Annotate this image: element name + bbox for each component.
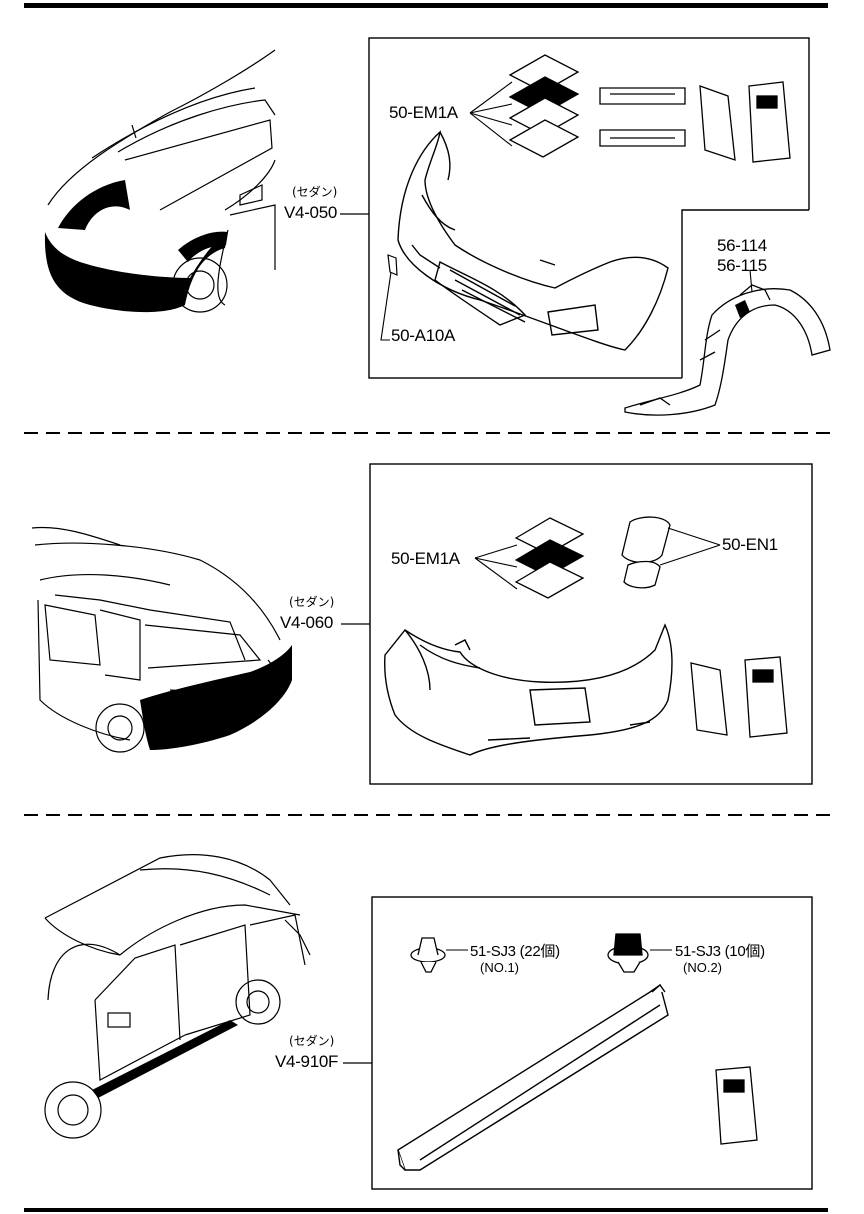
body-type-label-1: (セダン) [292,185,338,199]
side-skirt-highlight [92,1020,238,1098]
kit-frame-3 [371,896,813,1190]
rear-bumper-part [384,623,673,756]
rear-car-illustration [31,526,281,753]
part-label-clip-no1: 51-SJ3 (22個) [470,943,560,960]
instruction-sheet-1 [699,85,736,161]
clip-no1-part [410,937,446,973]
part-label-pad: 50-EN1 [722,535,778,554]
manual-booklet-2 [744,656,788,738]
kit-frame-1 [368,37,810,379]
pad-part [621,516,671,589]
part-label-liner-1: 56-114 [717,236,767,255]
part-note-clip-no2: (NO.2) [683,960,722,975]
front-bumper-part [397,130,669,351]
part-label-liner-2: 56-115 [717,256,767,275]
manual-booklet-3 [715,1066,758,1145]
wheel-liner-part [624,284,831,416]
bottom-rule [24,1208,828,1212]
front-bumper-highlight [44,232,229,313]
side-skirt-part [397,983,669,1171]
front-fender-highlight [58,180,130,230]
part-label-clip-1: 50-A10A [391,326,456,345]
clip-no2-part [607,933,649,973]
kit-code-1: V4-050 [284,203,338,222]
top-rule [24,3,828,8]
manual-booklet-1 [748,81,791,163]
side-car-illustration [44,854,311,1139]
part-label-bumper-tape-2: 50-EM1A [391,549,460,568]
instruction-sheet-2 [690,662,728,736]
bumper-tape-stack-1 [508,54,580,158]
bumper-tape-stack-2 [514,517,585,599]
part-label-bumper-tape-1: 50-EM1A [389,103,458,122]
body-type-label-3: (セダン) [289,1034,335,1048]
kit-code-3: V4-910F [275,1052,339,1071]
kit-code-2: V4-060 [280,613,334,632]
part-label-clip-no2: 51-SJ3 (10個) [675,943,765,960]
part-note-clip-no1: (NO.1) [480,960,519,975]
grille-strips-1 [599,87,686,147]
kit-frame-2 [369,463,813,785]
body-type-label-2: (セダン) [289,595,335,609]
clip-part-1 [387,254,398,276]
rear-bumper-highlight [140,645,292,750]
